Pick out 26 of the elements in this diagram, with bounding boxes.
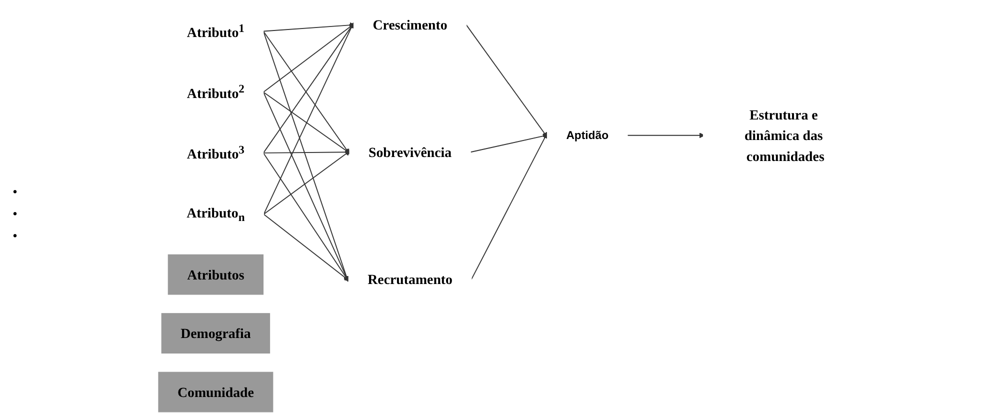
node-box: Atributos bbox=[168, 254, 264, 295]
node-text: Estrutura e dinâmica das comunidades bbox=[744, 106, 824, 164]
ellipsis-dot: . bbox=[12, 220, 18, 242]
node-text: Crescimento bbox=[372, 17, 448, 33]
node-text: Atributo$^{3}$ bbox=[186, 143, 244, 162]
ellipsis-dot: . bbox=[12, 176, 18, 198]
ellipsis-dot: . bbox=[12, 198, 18, 220]
node-text: Recrutamento bbox=[368, 271, 453, 288]
node-text: Sobrevivência bbox=[368, 144, 452, 160]
arrow bbox=[470, 132, 548, 280]
arrow bbox=[262, 92, 349, 282]
arrow bbox=[262, 30, 350, 282]
node-text: Atributo$^{1}$ bbox=[186, 22, 244, 40]
arrow bbox=[263, 214, 350, 282]
node-text: Atributo$_{n}$ bbox=[186, 204, 245, 224]
node-text: Aptidão bbox=[566, 128, 609, 142]
arrow bbox=[627, 132, 705, 138]
node-box: Comunidade bbox=[158, 372, 274, 412]
arrow bbox=[262, 92, 351, 154]
arrow bbox=[263, 22, 354, 215]
arrow bbox=[262, 152, 350, 282]
node-text: Atributo$^{2}$ bbox=[186, 82, 244, 102]
arrow bbox=[466, 24, 548, 138]
arrow bbox=[263, 150, 351, 215]
node-box: Demografia bbox=[161, 313, 270, 354]
arrow bbox=[262, 23, 355, 93]
